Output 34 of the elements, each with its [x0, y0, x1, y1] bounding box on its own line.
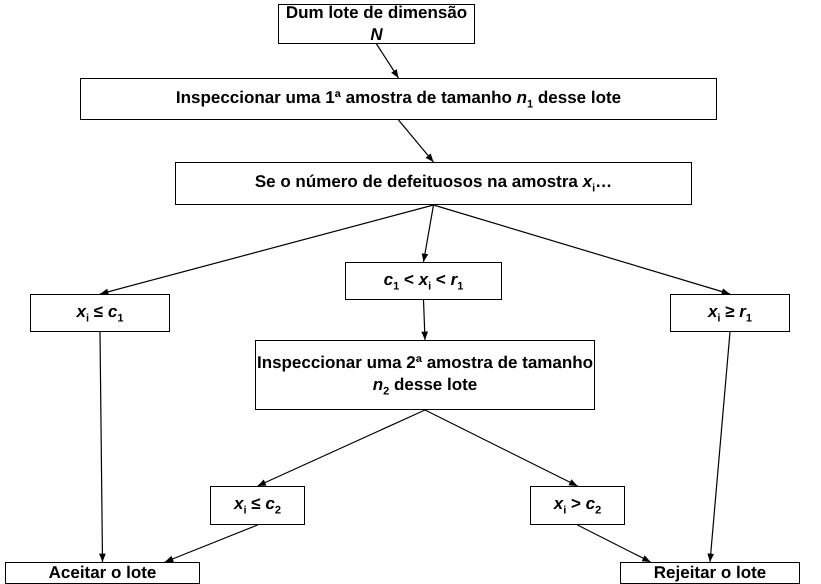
arrow: [100, 204, 434, 296]
process-box: [670, 294, 790, 332]
process-box: [5, 562, 200, 584]
arrow: [257, 409, 426, 487]
arrow: [707, 332, 731, 562]
box-text: x$_{i}$ ≥ r$_{1}$: [708, 300, 752, 326]
arrow: [99, 332, 106, 562]
box-text: c$_{1}$ < x$_{i}$ < r$_{1}$: [384, 268, 464, 294]
box-text: Aceitar o lote: [48, 562, 156, 584]
arrow: [577, 524, 651, 563]
process-box: [530, 486, 625, 525]
arrow: [164, 524, 258, 563]
arrow: [433, 204, 730, 295]
arrow: [421, 300, 428, 340]
arrow: [376, 44, 399, 78]
box-text: x$_{i}$ ≤ c$_{1}$: [76, 300, 124, 326]
box-text: Inspeccionar uma 2ª amostra de tamanho n$_{2}$ desse lote: [256, 352, 594, 398]
process-box: [278, 4, 475, 44]
arrow: [424, 409, 578, 487]
process-box: [255, 340, 595, 410]
box-text: Inspeccionar uma 1ª amostra de tamanho n$_{1}$ desse lote: [176, 86, 622, 112]
box-text: Se o número de defeituosos na amostra x$_{i}$…: [254, 171, 612, 196]
box-text: Dum lote de dimensão N: [284, 2, 468, 46]
process-box: [345, 262, 502, 300]
process-box: [80, 78, 717, 120]
arrow: [398, 120, 434, 162]
arrow: [422, 204, 434, 262]
process-box: [210, 486, 305, 525]
box-text: x$_{i}$ > c$_{2}$: [554, 493, 602, 518]
process-box: [30, 294, 170, 332]
box-text: x$_{i}$ ≤ c$_{2}$: [234, 493, 281, 518]
box-text: Rejeitar o lote: [654, 562, 766, 584]
process-box: [620, 562, 800, 584]
process-box: [175, 162, 692, 205]
